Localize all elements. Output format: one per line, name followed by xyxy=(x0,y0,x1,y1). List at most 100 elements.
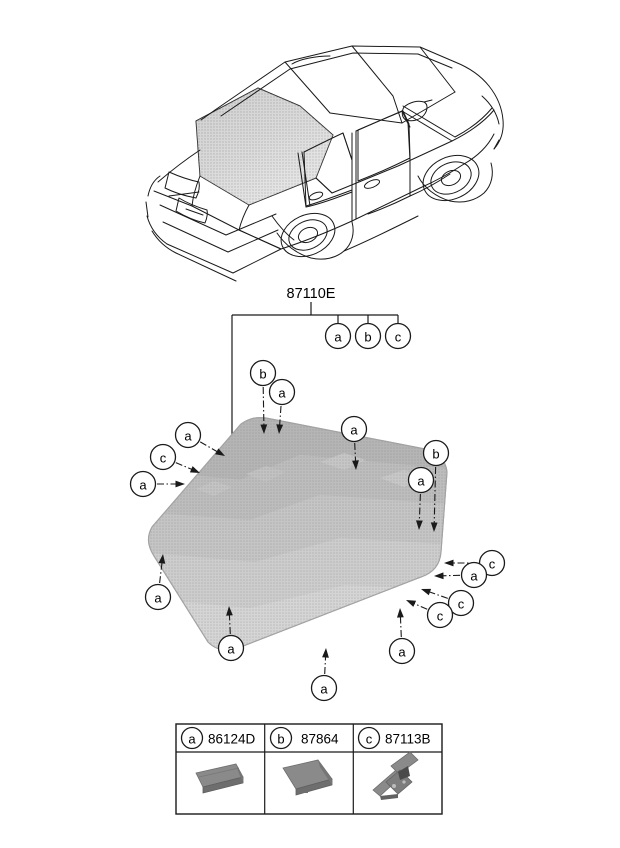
callout-c-11: c xyxy=(447,589,475,617)
callout-label: a xyxy=(398,645,406,660)
legend-column-a: a 86124D xyxy=(180,726,256,794)
callout-a-15: a xyxy=(388,637,416,665)
arrowhead-c-9 xyxy=(444,559,454,567)
bracket-key-b: b xyxy=(354,322,382,350)
callout-circle xyxy=(340,415,368,443)
callout-label: a xyxy=(139,478,147,493)
callout-circle xyxy=(388,637,416,665)
callout-circle xyxy=(447,589,475,617)
legend-column-c: c 87113B xyxy=(357,726,431,800)
legend-key-a: a xyxy=(188,732,196,747)
callout-circle xyxy=(422,439,450,467)
vehicle-drawing xyxy=(145,45,504,282)
svg-text:b: b xyxy=(364,330,371,345)
callout-a-4: a xyxy=(129,470,157,498)
arrowhead-b-0 xyxy=(260,424,268,434)
arrowhead-a-5 xyxy=(158,554,166,564)
callout-label: c xyxy=(437,609,444,624)
legend-part-number-b: 87864 xyxy=(301,732,339,747)
legend-part-number-c: 87113B xyxy=(385,732,431,747)
svg-text:a: a xyxy=(334,330,342,345)
callout-label: a xyxy=(350,423,358,438)
legend-key-circle-c xyxy=(357,726,381,750)
callout-label: a xyxy=(417,474,425,489)
callout-circle xyxy=(217,634,245,662)
callout-a-5: a xyxy=(144,583,172,611)
leader-line-c-12 xyxy=(413,602,428,610)
callout-label: a xyxy=(154,591,162,606)
callout-label: a xyxy=(470,569,478,584)
callout-c-3: c xyxy=(149,443,177,471)
arrowhead-c-11 xyxy=(421,588,432,596)
leader-line-a-14 xyxy=(324,655,327,675)
callout-label: c xyxy=(458,597,465,612)
callout-circle xyxy=(460,561,488,589)
leader-line-a-6 xyxy=(354,442,357,463)
arrowhead-a-8 xyxy=(416,520,423,530)
leader-line-c-3 xyxy=(175,462,193,471)
callout-a-1: a xyxy=(268,378,296,406)
arrowhead-a-1 xyxy=(276,424,284,434)
callout-a-14: a xyxy=(310,674,338,702)
callout-circle xyxy=(129,470,157,498)
arrowhead-a-6 xyxy=(352,460,359,470)
main-part-number: 87110E xyxy=(287,286,336,302)
callout-circle xyxy=(310,674,338,702)
callout-label: a xyxy=(227,642,235,657)
callout-circle xyxy=(426,601,454,629)
legend-key-circle-a xyxy=(180,726,204,750)
callout-leader-lines xyxy=(157,386,478,675)
arrowhead-a-15 xyxy=(397,608,404,618)
callout-b-0: b xyxy=(249,359,277,387)
callout-circle xyxy=(174,421,202,449)
leader-line-b-7 xyxy=(433,466,437,525)
callout-circle xyxy=(249,359,277,387)
glass-spacer-strip-icon xyxy=(195,763,244,794)
svg-text:c: c xyxy=(395,330,402,345)
callout-label: a xyxy=(184,429,192,444)
callout-b-7: b xyxy=(422,439,450,467)
leader-line-a-15 xyxy=(399,615,402,638)
legend-part-number-a: 86124D xyxy=(208,732,256,747)
callout-c-12: c xyxy=(426,601,454,629)
leader-line-a-10 xyxy=(441,574,461,577)
callout-label: b xyxy=(432,447,439,462)
legend-key-circle-b xyxy=(269,726,293,750)
glass-mounting-clip-icon xyxy=(372,751,419,800)
arrowhead-a-10 xyxy=(434,572,444,580)
callout-label: b xyxy=(259,367,266,382)
callout-label: a xyxy=(320,682,328,697)
callout-a-13: a xyxy=(217,634,245,662)
legend-key-b: b xyxy=(277,732,284,747)
leader-line-a-1 xyxy=(279,405,282,427)
arrowhead-a-14 xyxy=(322,648,329,658)
arrowhead-c-3 xyxy=(189,466,200,473)
legend-column-b: b 87864 xyxy=(269,726,339,796)
callout-a-10: a xyxy=(460,561,488,589)
callout-label: c xyxy=(160,451,167,466)
leader-line-a-13 xyxy=(228,613,231,635)
leader-line-c-11 xyxy=(428,591,448,599)
leader-line-a-8 xyxy=(418,493,421,523)
callout-a-2: a xyxy=(174,421,202,449)
leader-line-a-2 xyxy=(199,441,219,453)
callout-circle xyxy=(268,378,296,406)
arrowhead-a-13 xyxy=(226,606,233,616)
leader-line-a-5 xyxy=(159,561,163,584)
legend-key-c: c xyxy=(366,732,373,747)
bracket-key-circles: a b c xyxy=(324,322,412,350)
callout-a-6: a xyxy=(340,415,368,443)
arrowhead-c-12 xyxy=(406,600,417,607)
callout-a-8: a xyxy=(407,466,435,494)
glass-molding-cover-icon xyxy=(282,759,333,796)
callout-circle xyxy=(149,443,177,471)
callout-arrowheads xyxy=(158,424,454,658)
arrowhead-a-2 xyxy=(215,448,225,456)
callout-label: c xyxy=(489,557,496,572)
